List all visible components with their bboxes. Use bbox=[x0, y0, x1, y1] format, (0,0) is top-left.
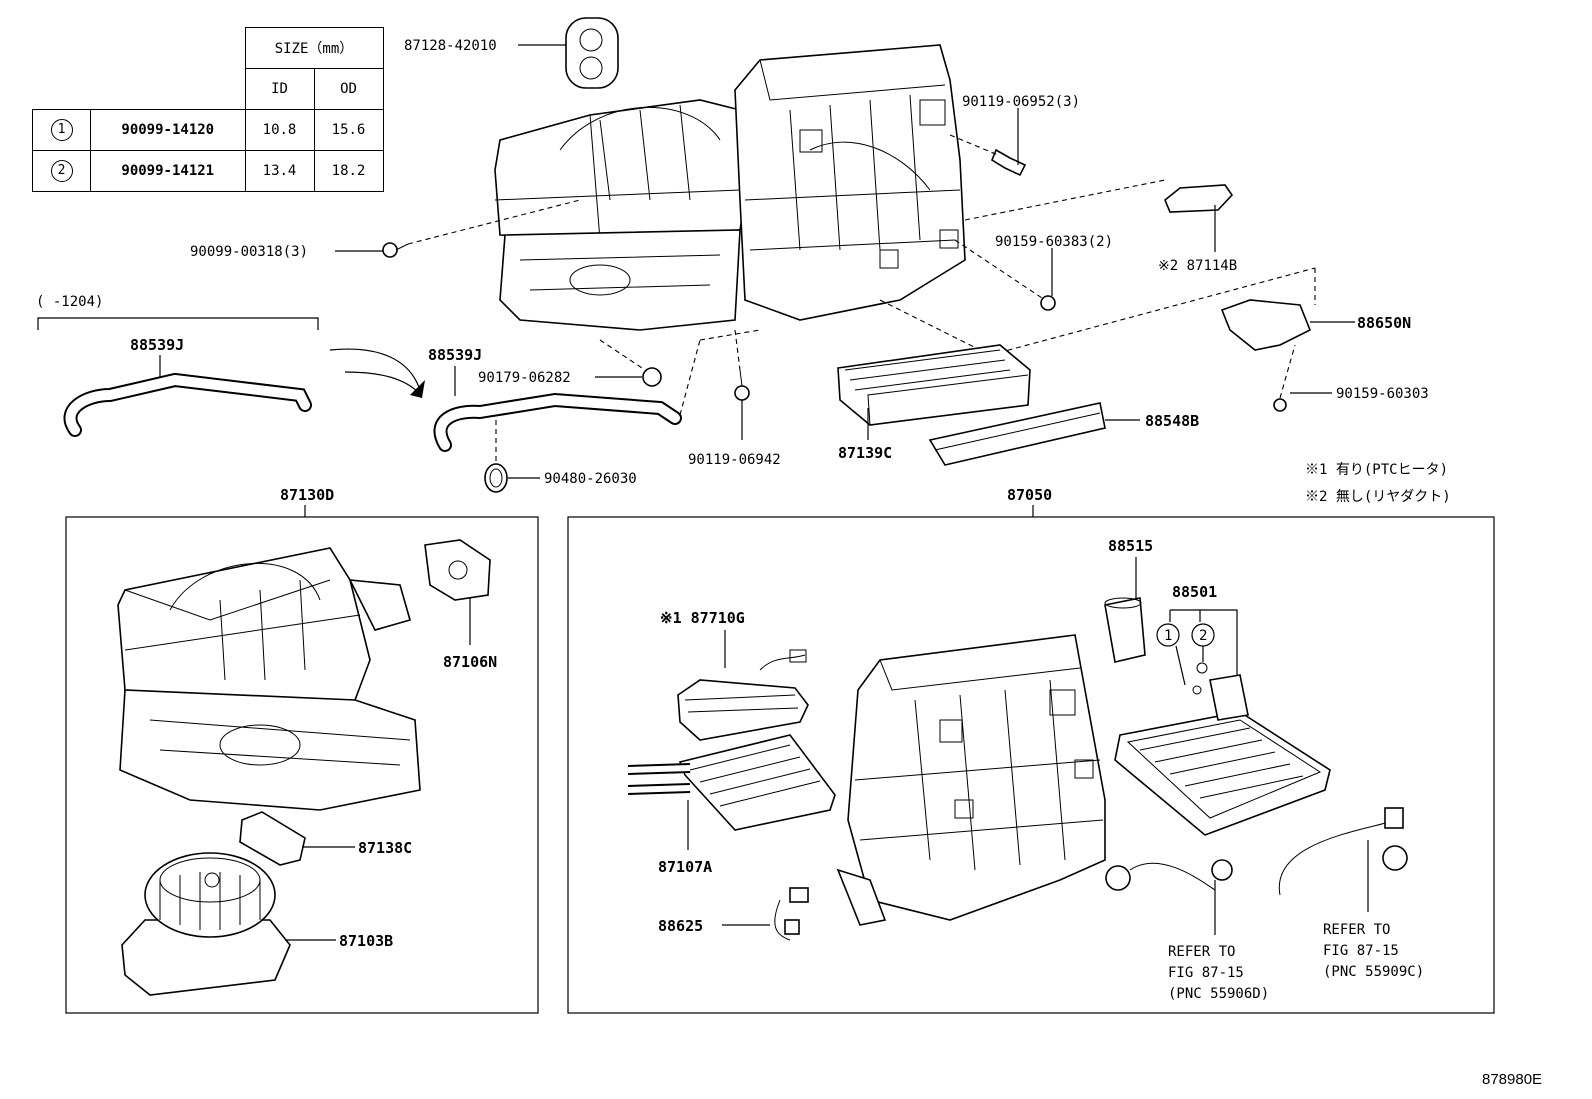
label-87138C: 87138C bbox=[358, 839, 412, 857]
ref2-line3: (PNC 55909C) bbox=[1323, 964, 1424, 980]
label-90480-26030: 90480-26030 bbox=[544, 471, 637, 487]
label-87050: 87050 bbox=[1007, 486, 1052, 504]
filter-part bbox=[837, 344, 1031, 426]
blower-motor-part bbox=[121, 852, 291, 996]
od-value: 15.6 bbox=[313, 109, 384, 151]
part-number: 90099-14121 bbox=[90, 150, 246, 192]
duct-part bbox=[1164, 184, 1234, 213]
ref1-line3: (PNC 55906D) bbox=[1168, 986, 1269, 1002]
circled-mark: 1 bbox=[50, 119, 73, 141]
label-90119-06952: 90119-06952(3) bbox=[962, 94, 1080, 110]
note-1: ※1 有り(PTCヒータ) bbox=[1305, 462, 1448, 478]
ref1-line1: REFER TO bbox=[1168, 944, 1235, 960]
bolt-part bbox=[734, 369, 750, 401]
ptc-heater-part bbox=[677, 649, 809, 741]
hvac-assembly-drawing bbox=[494, 44, 966, 331]
expansion-valve-part bbox=[1104, 597, 1146, 663]
table-row: 1 90099-14120 10.8 15.6 bbox=[32, 109, 384, 151]
note-2: ※2 無し(リヤダクト) bbox=[1305, 489, 1451, 505]
heater-box bbox=[567, 516, 1495, 1014]
label-88539J-new: 88539J bbox=[428, 346, 482, 364]
resistor-part bbox=[239, 811, 306, 866]
id-value: 13.4 bbox=[244, 150, 315, 192]
col-id-header: ID bbox=[244, 68, 315, 110]
o-ring-part bbox=[484, 463, 508, 493]
cover-part bbox=[928, 402, 1106, 466]
label-87130D: 87130D bbox=[280, 486, 334, 504]
screw-part bbox=[382, 242, 409, 258]
od-value: 18.2 bbox=[313, 150, 384, 192]
bolt-part bbox=[1040, 295, 1056, 311]
heater-case-drawing bbox=[836, 634, 1106, 926]
blower-unit-drawing bbox=[117, 547, 421, 811]
screw-part bbox=[1273, 398, 1287, 412]
table-row: 2 90099-14121 13.4 18.2 bbox=[32, 150, 384, 192]
label-88650N: 88650N bbox=[1357, 314, 1411, 332]
evap-sensor-part bbox=[1278, 807, 1408, 896]
label-88501: 88501 bbox=[1172, 583, 1217, 601]
label-90119-06942: 90119-06942 bbox=[688, 452, 781, 468]
label-87139C: 87139C bbox=[838, 444, 892, 462]
ref2-line1: REFER TO bbox=[1323, 922, 1390, 938]
label-90159-60383: 90159-60383(2) bbox=[995, 234, 1113, 250]
figure-number: 878980E bbox=[1482, 1071, 1542, 1088]
actuator-part bbox=[424, 539, 491, 601]
label-88539J-old: 88539J bbox=[130, 336, 184, 354]
size-header: SIZE（mm） bbox=[244, 27, 384, 69]
label-87114B: ※2 87114B bbox=[1158, 258, 1237, 274]
ref2-line2: FIG 87-15 bbox=[1323, 943, 1399, 959]
label-87106N: 87106N bbox=[443, 653, 497, 671]
label-87107A: 87107A bbox=[658, 858, 712, 876]
label-88548B: 88548B bbox=[1145, 412, 1199, 430]
label-90099-00318: 90099-00318(3) bbox=[190, 244, 308, 260]
circled-mark: 1 bbox=[1164, 628, 1172, 644]
label-90159-60303: 90159-60303 bbox=[1336, 386, 1429, 402]
ref1-line2: FIG 87-15 bbox=[1168, 965, 1244, 981]
size-table: SIZE（mm） ID OD 1 90099-14120 10.8 15.6 2… bbox=[32, 27, 384, 192]
label-90179-06282: 90179-06282 bbox=[478, 370, 571, 386]
label-87128: 87128-42010 bbox=[404, 38, 497, 54]
label-87710G: ※1 87710G bbox=[660, 609, 745, 627]
sensor-part bbox=[1220, 299, 1312, 351]
label-88625: 88625 bbox=[658, 917, 703, 935]
circled-mark: 2 bbox=[1199, 628, 1207, 644]
nut-part bbox=[642, 367, 662, 387]
grommet-part bbox=[565, 17, 619, 89]
label-87103B: 87103B bbox=[339, 932, 393, 950]
evaporator-part bbox=[1114, 674, 1331, 836]
heater-core-part bbox=[627, 734, 836, 831]
label-88515: 88515 bbox=[1108, 537, 1153, 555]
circled-mark: 2 bbox=[50, 160, 73, 182]
temp-sensor-part bbox=[774, 887, 809, 941]
bolt-part bbox=[991, 148, 1027, 177]
label-range: ( -1204) bbox=[36, 294, 103, 310]
blower-box bbox=[65, 516, 539, 1014]
ambient-sensor-part bbox=[1105, 859, 1233, 891]
